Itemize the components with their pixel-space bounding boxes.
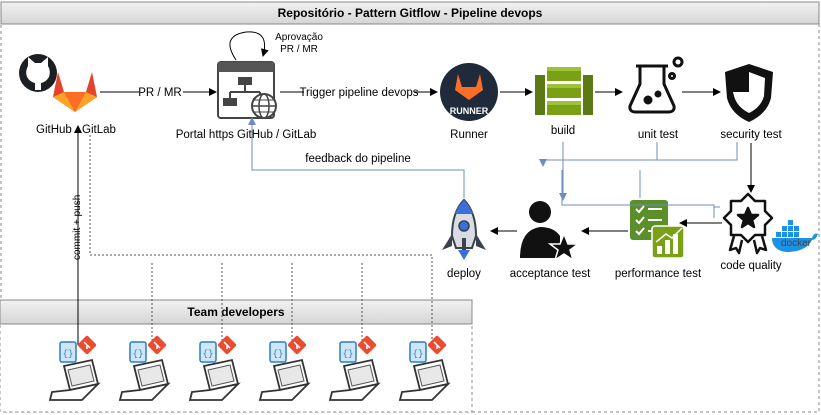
security-test-label: security test [720, 129, 782, 141]
developer-laptop-icon: {} [118, 335, 171, 401]
acceptance-test-label: acceptance test [510, 268, 591, 280]
approval-label-line2: PR / MR [280, 44, 318, 55]
security-test-icon [725, 64, 773, 122]
svg-text:{}: {} [63, 349, 74, 359]
svg-text:{}: {} [203, 349, 214, 359]
gitlab-label: GitLab [82, 124, 116, 136]
build-icon [535, 67, 593, 115]
unit-test-label: unit test [638, 129, 679, 141]
acceptance-test-icon [520, 201, 581, 262]
portal-icon [217, 61, 277, 119]
code-quality-icon [722, 192, 774, 255]
build-label: build [551, 125, 575, 137]
deploy-icon [442, 198, 486, 260]
developer-laptop-icon: {} [398, 335, 451, 401]
gitlab-icon [53, 72, 97, 112]
github-icon [19, 54, 57, 92]
main-panel-title: Repositório - Pattern Gitflow - Pipeline… [278, 6, 543, 20]
performance-test-icon [630, 200, 685, 259]
commit-push-edge: commit + push [72, 125, 83, 345]
feedback-label: feedback do pipeline [305, 153, 411, 165]
feedback-label-bg [303, 151, 413, 164]
svg-text:{}: {} [273, 349, 284, 359]
developer-laptop-icon: {} [258, 335, 311, 401]
runner-logo-text: RUNNER [450, 106, 489, 116]
approval-loop: Aprovação PR / MR [229, 31, 323, 61]
performance-test-label: performance test [615, 268, 702, 280]
developers-group: {} {} {} {} [48, 335, 451, 401]
svg-text:{}: {} [343, 349, 354, 359]
pr-mr-label: PR / MR [138, 87, 181, 99]
dev-connectors [89, 135, 433, 345]
docker-label: docker [781, 238, 812, 249]
trigger-label: Trigger pipeline devops [299, 87, 418, 99]
deploy-label: deploy [447, 268, 481, 280]
unit-test-icon [628, 56, 684, 114]
feedback-lines [248, 117, 738, 218]
team-panel: Team developers [0, 299, 473, 413]
github-label: GitHub [36, 124, 72, 136]
trigger-edge: Trigger pipeline devops [280, 85, 438, 99]
portal-label: Portal https GitHub / GitLab [176, 129, 317, 141]
runner-label: Runner [450, 129, 488, 141]
pr-mr-edge: PR / MR [100, 85, 217, 99]
commit-push-label: commit + push [72, 195, 83, 260]
docker-icon [772, 220, 818, 252]
runner-icon: RUNNER [440, 63, 498, 121]
approval-label-line1: Aprovação [275, 32, 323, 43]
svg-text:{}: {} [133, 349, 144, 359]
developer-laptop-icon: {} [188, 335, 241, 401]
code-quality-label: code quality [720, 260, 782, 272]
developer-laptop-icon: {} [48, 335, 101, 401]
team-panel-title: Team developers [187, 305, 284, 319]
svg-text:{}: {} [413, 349, 424, 359]
developer-laptop-icon: {} [328, 335, 381, 401]
